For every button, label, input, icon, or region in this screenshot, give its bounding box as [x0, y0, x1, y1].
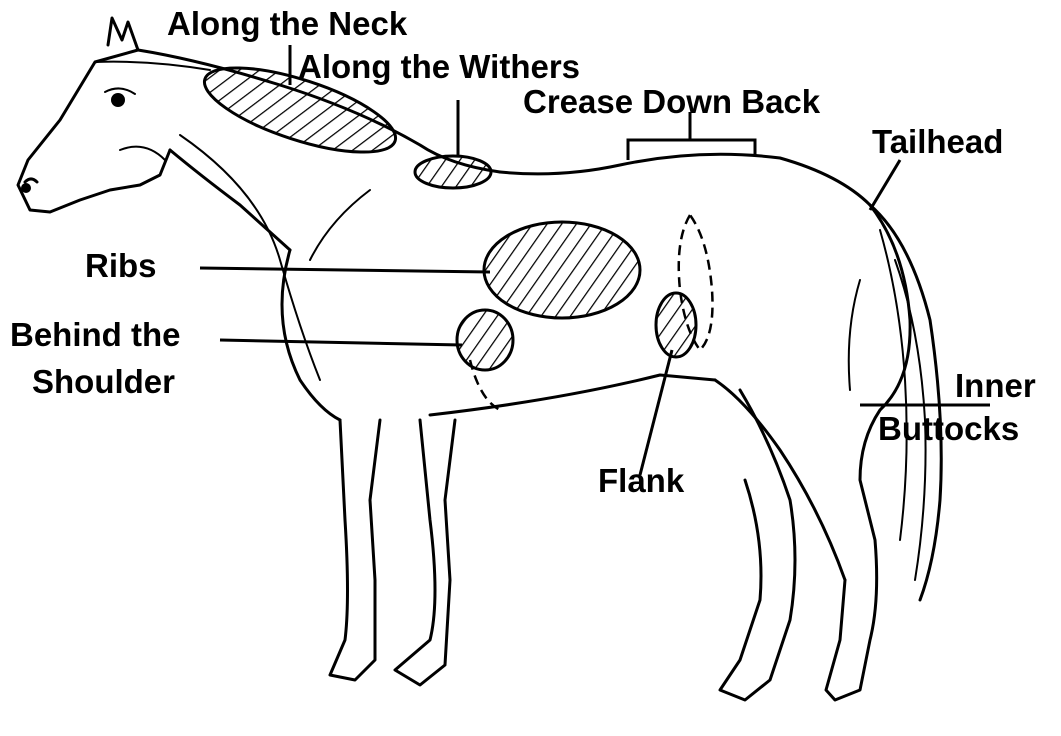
label-ribs: Ribs: [85, 247, 157, 284]
back: [500, 154, 870, 205]
shoulder-zone: [457, 310, 513, 370]
label-buttocks-2: Buttocks: [878, 410, 1019, 447]
belly: [430, 375, 715, 415]
label-flank: Flank: [598, 462, 685, 499]
ribs-zone: [484, 222, 640, 318]
label-shoulder-1: Behind the: [10, 316, 181, 353]
label-neck: Along the Neck: [167, 5, 408, 42]
throat: [170, 150, 290, 250]
front-leg: [330, 420, 380, 680]
head: [18, 50, 170, 212]
label-tailhead: Tailhead: [872, 123, 1003, 160]
flank-zone: [656, 293, 696, 357]
chest: [282, 250, 340, 420]
rump: [826, 205, 910, 700]
label-back: Crease Down Back: [523, 83, 821, 120]
label-buttocks-1: Inner: [955, 367, 1036, 404]
ears: [108, 18, 138, 50]
withers-zone: [415, 156, 491, 188]
label-withers: Along the Withers: [298, 48, 580, 85]
label-shoulder-2: Shoulder: [32, 363, 175, 400]
